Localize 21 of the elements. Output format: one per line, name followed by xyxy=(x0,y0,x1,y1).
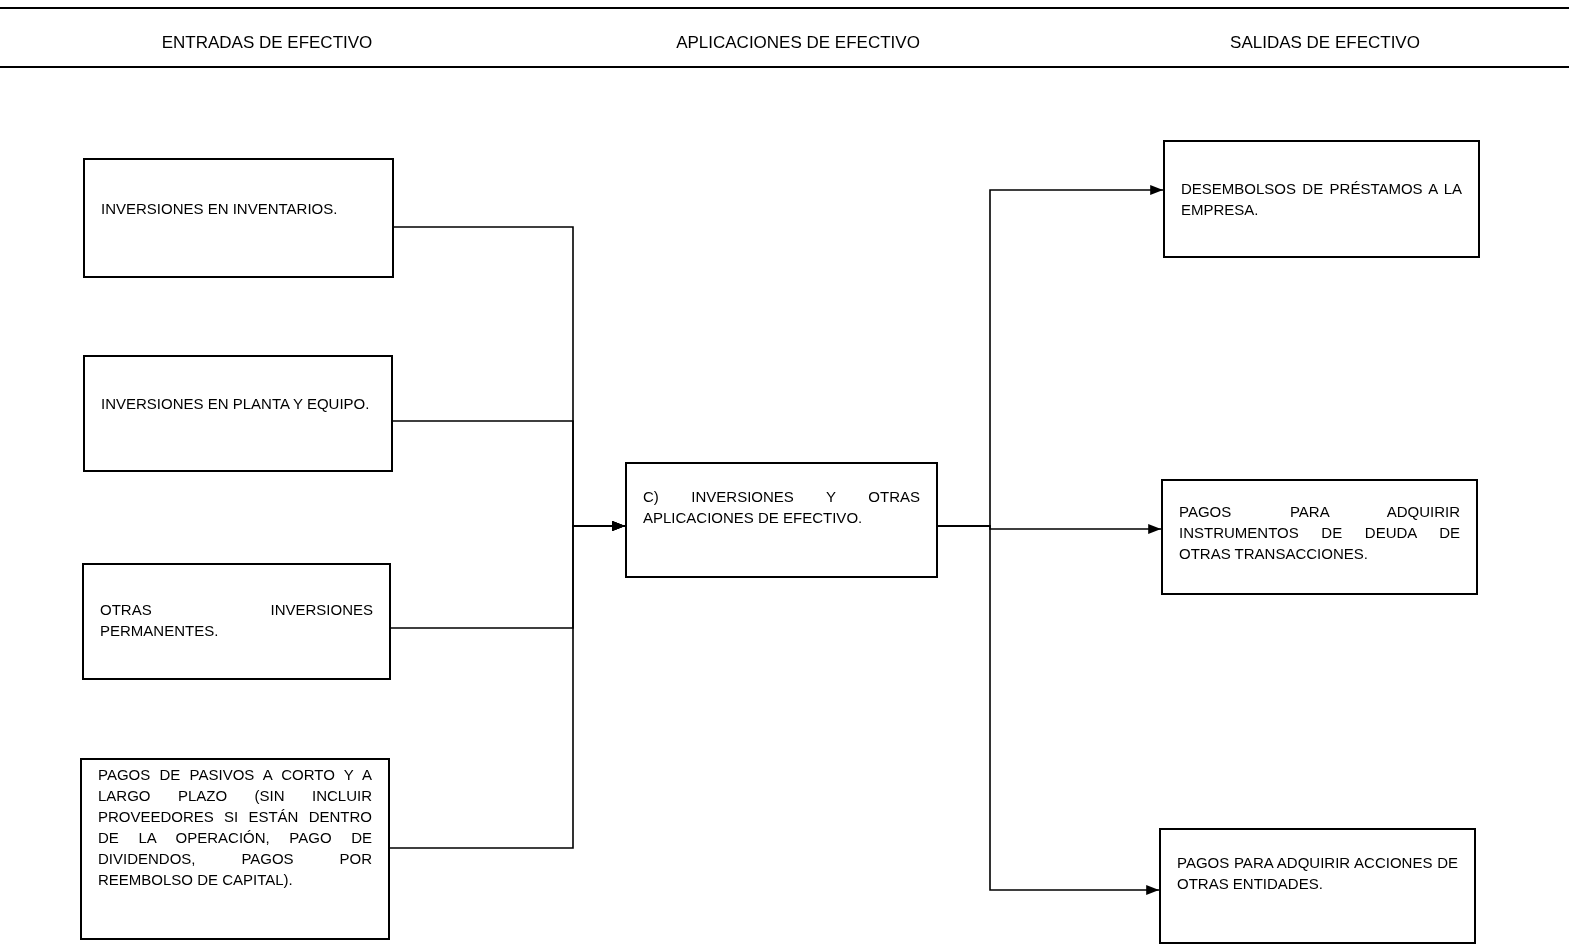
column-heading: SALIDAS DE EFECTIVO xyxy=(1230,32,1420,54)
connector-arrow xyxy=(389,520,626,849)
process-box xyxy=(1163,140,1480,258)
box-text: PAGOS DE PASIVOS A CORTO Y A LARGO PLAZO (SIN INCLUIR PROVEEDORES SI ESTÁN DENTRO DE LA OPERACIÓN, PAGO DE DIVIDENDOS, PAGOS POR REEMBOLSO DE CAPITAL). xyxy=(98,765,372,890)
connector-arrow xyxy=(937,525,1160,896)
box-text: INVERSIONES EN INVENTARIOS. xyxy=(101,199,339,219)
process-box xyxy=(83,355,393,472)
column-heading: ENTRADAS DE EFECTIVO xyxy=(161,32,373,54)
process-box xyxy=(1161,479,1478,595)
box-text: DESEMBOLSOS DE PRÉSTAMOS A LA EMPRESA. xyxy=(1181,179,1462,220)
column-heading: APLICACIONES DE EFECTIVO xyxy=(676,32,920,54)
box-text: INVERSIONES EN PLANTA Y EQUIPO. xyxy=(101,394,371,414)
process-box xyxy=(625,462,938,578)
process-box xyxy=(83,158,394,278)
process-box xyxy=(82,563,391,680)
box-text: PAGOS PARA ADQUIRIR ACCIONES DE OTRAS ENTIDADES. xyxy=(1177,853,1458,894)
box-text: OTRAS INVERSIONES PERMANENTES. xyxy=(100,600,373,641)
process-box xyxy=(1159,828,1476,944)
process-box xyxy=(80,758,390,940)
box-text: PAGOS PARA ADQUIRIR INSTRUMENTOS DE DEUDA DE OTRAS TRANSACCIONES. xyxy=(1179,502,1460,564)
box-text: C) INVERSIONES Y OTRAS APLICACIONES DE EFECTIVO. xyxy=(643,487,920,528)
